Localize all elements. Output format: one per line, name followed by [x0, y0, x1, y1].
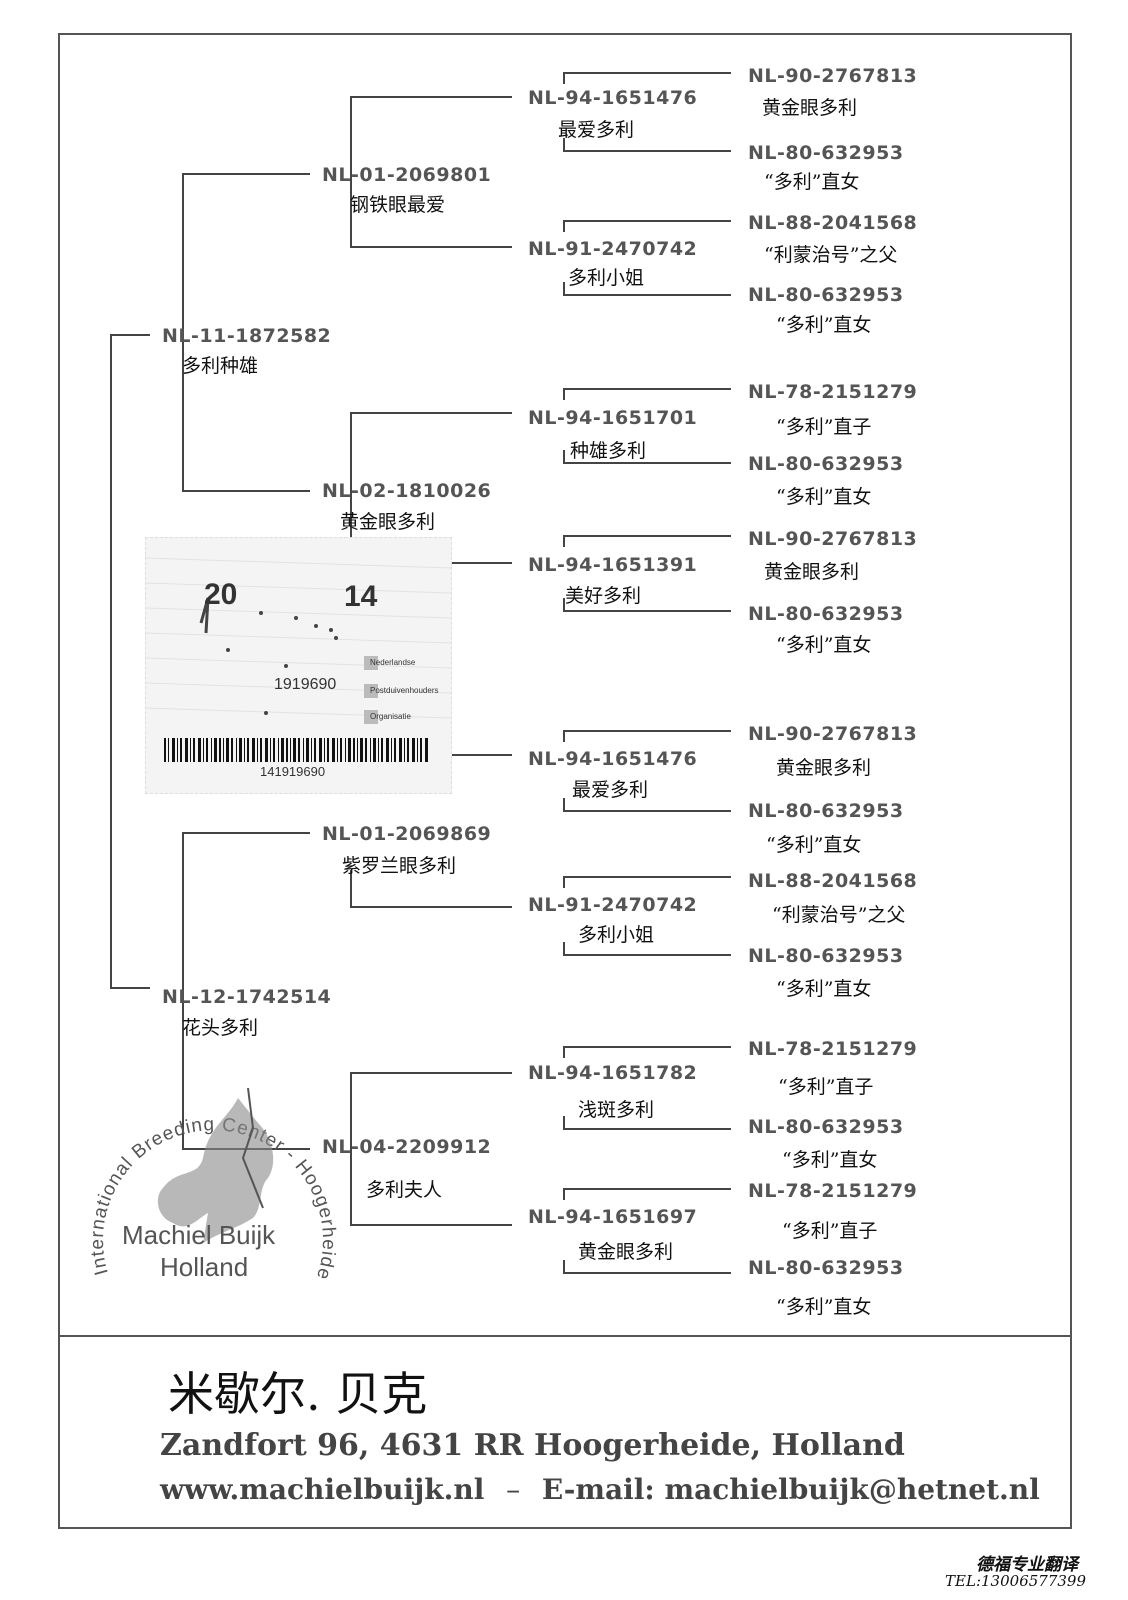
sire-name: 多利种雄	[182, 355, 259, 377]
sticker-barcode-number: 141919690	[260, 764, 326, 779]
g3-ring: NL-94-1651476	[528, 748, 698, 770]
g4-name: “多利”直女	[764, 171, 860, 193]
g4-name: “多利”直女	[776, 486, 872, 508]
g4-ring: NL-80-632953	[748, 1116, 904, 1138]
g4-ring: NL-80-632953	[748, 284, 904, 306]
g3-name: 最爱多利	[572, 779, 649, 801]
g4-name: “多利”直女	[776, 1296, 872, 1318]
sticker-year-right: 14	[344, 580, 378, 613]
g3-name: 浅斑多利	[578, 1099, 655, 1121]
g3-name: 多利小姐	[568, 267, 645, 289]
stamp-country: Holland	[160, 1252, 249, 1282]
g3-name: 最爱多利	[558, 119, 635, 141]
g4-name: 黄金眼多利	[764, 561, 860, 583]
g3-name: 美好多利	[565, 585, 642, 607]
g4-ring: NL-80-632953	[748, 945, 904, 967]
footer-divider	[58, 1335, 1072, 1337]
g4-name: “多利”直子	[782, 1220, 878, 1242]
g4-name: “多利”直女	[776, 978, 872, 1000]
g4-name: “多利”直子	[776, 416, 872, 438]
g4-ring: NL-88-2041568	[748, 870, 918, 892]
g4-name: “多利”直女	[776, 634, 872, 656]
g4-name: “多利”直女	[766, 834, 862, 856]
g3-name: 黄金眼多利	[578, 1241, 674, 1263]
g4-ring: NL-80-632953	[748, 800, 904, 822]
g4-name: “利蒙治号”之父	[772, 904, 906, 926]
g2-ring: NL-04-2209912	[322, 1136, 492, 1158]
g4-name: “多利”直女	[782, 1149, 878, 1171]
g2-ring: NL-01-2069869	[322, 823, 492, 845]
footer-contact: www.machielbuijk.nl – E-mail: machielbui…	[160, 1473, 1040, 1506]
g4-ring: NL-78-2151279	[748, 1180, 918, 1202]
g2-name: 钢铁眼最爱	[350, 194, 446, 216]
g4-ring: NL-78-2151279	[748, 381, 918, 403]
sticker-number: 1919690	[274, 676, 337, 693]
email-link[interactable]: E-mail: machielbuijk@hetnet.nl	[541, 1473, 1040, 1506]
g2-name: 多利夫人	[366, 1179, 443, 1201]
g3-ring: NL-94-1651782	[528, 1062, 698, 1084]
g4-ring: NL-78-2151279	[748, 1038, 918, 1060]
g2-ring: NL-02-1810026	[322, 480, 492, 502]
g3-ring: NL-94-1651701	[528, 407, 698, 429]
g4-name: 黄金眼多利	[762, 97, 858, 119]
g3-ring: NL-91-2470742	[528, 238, 698, 260]
g4-ring: NL-80-632953	[748, 603, 904, 625]
page-frame	[58, 33, 1072, 1529]
g4-ring: NL-80-632953	[748, 1257, 904, 1279]
g2-name: 紫罗兰眼多利	[342, 855, 457, 877]
g3-name: 多利小姐	[578, 924, 655, 946]
g3-ring: NL-94-1651697	[528, 1206, 698, 1228]
g4-name: 黄金眼多利	[776, 757, 872, 779]
eagle-emblem: International Breeding Center - Hoogerhe…	[71, 1052, 338, 1283]
sticker-org-line: Postduivenhouders	[370, 686, 439, 695]
g4-ring: NL-90-2767813	[748, 65, 918, 87]
sticker-org-line: Organisatie	[370, 712, 411, 721]
g4-ring: NL-80-632953	[748, 453, 904, 475]
g3-ring: NL-94-1651476	[528, 87, 698, 109]
g3-ring: NL-91-2470742	[528, 894, 698, 916]
g4-ring: NL-90-2767813	[748, 723, 918, 745]
g2-name: 黄金眼多利	[340, 511, 436, 533]
breeder-address: Zandfort 96, 4631 RR Hoogerheide, Hollan…	[160, 1428, 905, 1463]
g4-ring: NL-80-632953	[748, 142, 904, 164]
footer-separator: –	[506, 1473, 521, 1506]
breeder-name: 米歇尔. 贝克	[168, 1367, 428, 1421]
g4-name: “多利”直女	[776, 314, 872, 336]
breeding-center-stamp: International Breeding Center - Hoogerhe…	[71, 1052, 348, 1318]
g2-ring: NL-01-2069801	[322, 164, 492, 186]
g3-ring: NL-94-1651391	[528, 554, 698, 576]
translator-name: 德福专业翻译	[976, 1555, 1078, 1575]
stamp-name: Machiel Buijk	[122, 1220, 276, 1250]
dam-name: 花头多利	[182, 1017, 259, 1039]
g4-ring: NL-90-2767813	[748, 528, 918, 550]
g3-name: 种雄多利	[570, 440, 647, 462]
dam-ring: NL-12-1742514	[162, 986, 332, 1008]
g4-name: “多利”直子	[778, 1076, 874, 1098]
website-link[interactable]: www.machielbuijk.nl	[160, 1473, 485, 1506]
npo-registration-sticker: 20 14 1919690 Nederlandse Postduivenhoud…	[145, 537, 452, 794]
sticker-graphic	[145, 557, 452, 762]
sticker-year-left: 20	[204, 578, 238, 611]
g4-name: “利蒙治号”之父	[764, 244, 898, 266]
sire-ring: NL-11-1872582	[162, 325, 332, 347]
g4-ring: NL-88-2041568	[748, 212, 918, 234]
sticker-org-line: Nederlandse	[370, 658, 416, 667]
translator-tel: TEL:13006577399	[945, 1572, 1086, 1590]
